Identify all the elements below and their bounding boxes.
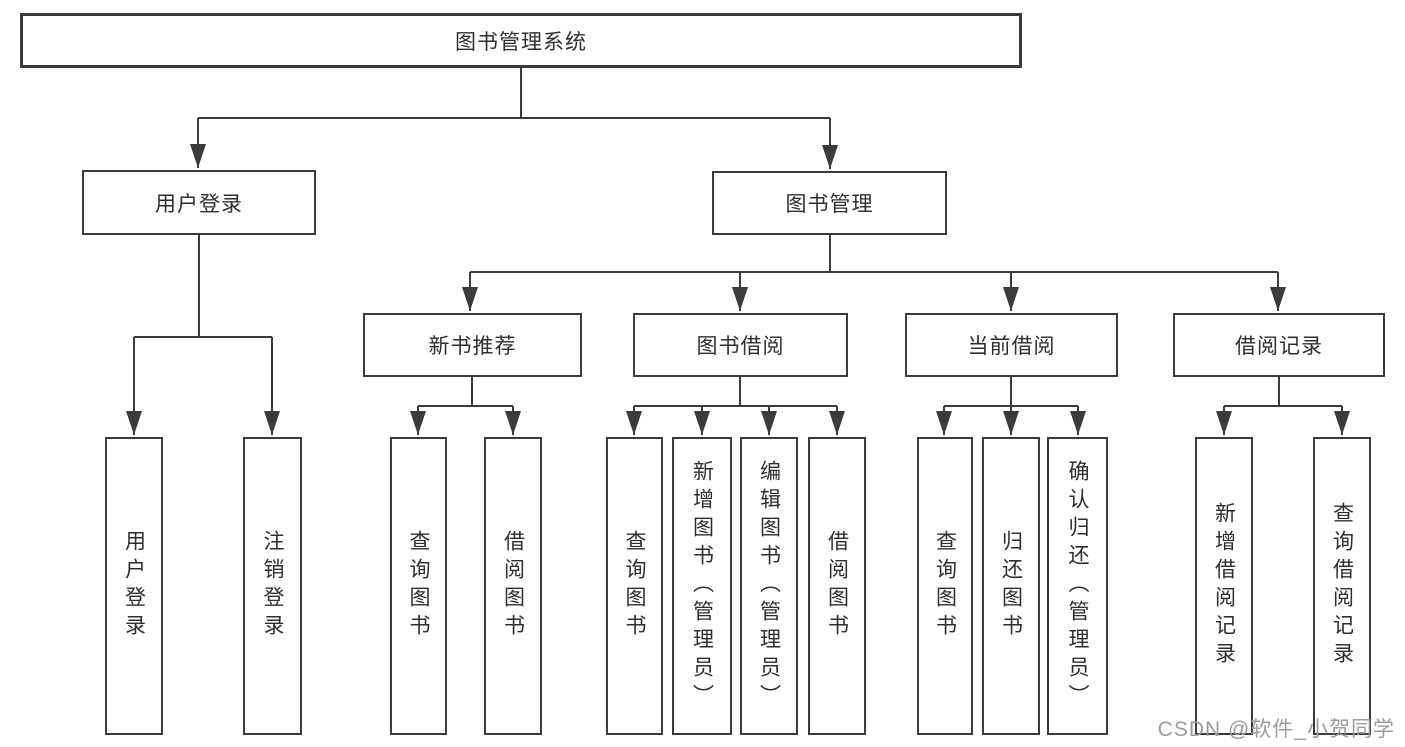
leaf-records-add-record: 新增借阅记录 xyxy=(1195,437,1253,735)
leaf-newbook-borrow-books: 借阅图书 xyxy=(484,437,542,735)
leaf-label: 归还图书 xyxy=(999,530,1023,642)
leaf-label: 借阅图书 xyxy=(501,530,525,642)
node-book-borrowing: 图书借阅 xyxy=(633,313,848,377)
leaf-label: 借阅图书 xyxy=(825,530,849,642)
node-current-borrowing: 当前借阅 xyxy=(905,313,1118,377)
leaf-records-query-record: 查询借阅记录 xyxy=(1313,437,1371,735)
leaf-label: 查询图书 xyxy=(623,530,646,642)
leaf-label: 查询图书 xyxy=(407,530,430,642)
leaf-label: 新增图书（管理员） xyxy=(690,460,714,712)
leaf-current-query-books: 查询图书 xyxy=(917,437,973,735)
leaf-label: 查询图书 xyxy=(933,530,957,642)
leaf-borrow-edit-books-admin: 编辑图书（管理员） xyxy=(740,437,798,735)
node-new-book-recommendation: 新书推荐 xyxy=(363,313,582,377)
leaf-newbook-query-books: 查询图书 xyxy=(390,437,447,735)
connector-trunks xyxy=(134,68,1342,407)
node-system-root: 图书管理系统 xyxy=(20,13,1022,68)
csdn-watermark: CSDN @软件_小贺同学 xyxy=(1157,718,1395,741)
leaf-user-login: 用户登录 xyxy=(105,437,163,735)
leaf-current-return-books: 归还图书 xyxy=(982,437,1040,735)
leaf-borrow-add-books-admin: 新增图书（管理员） xyxy=(672,437,732,735)
leaf-label: 注销登录 xyxy=(261,530,284,642)
leaf-logout: 注销登录 xyxy=(243,437,302,735)
node-user-login: 用户登录 xyxy=(82,170,316,235)
leaf-label: 新增借阅记录 xyxy=(1212,502,1236,670)
leaf-label: 确认归还（管理员） xyxy=(1066,460,1089,712)
node-book-management: 图书管理 xyxy=(712,171,947,235)
leaf-label: 查询借阅记录 xyxy=(1330,502,1354,670)
leaf-label: 编辑图书（管理员） xyxy=(757,460,781,712)
leaf-borrow-borrow-books: 借阅图书 xyxy=(808,437,866,735)
node-borrowing-records: 借阅记录 xyxy=(1173,313,1385,377)
leaf-borrow-query-books: 查询图书 xyxy=(606,437,663,735)
leaf-label: 用户登录 xyxy=(122,530,146,642)
leaf-current-confirm-return-admin: 确认归还（管理员） xyxy=(1047,437,1108,735)
